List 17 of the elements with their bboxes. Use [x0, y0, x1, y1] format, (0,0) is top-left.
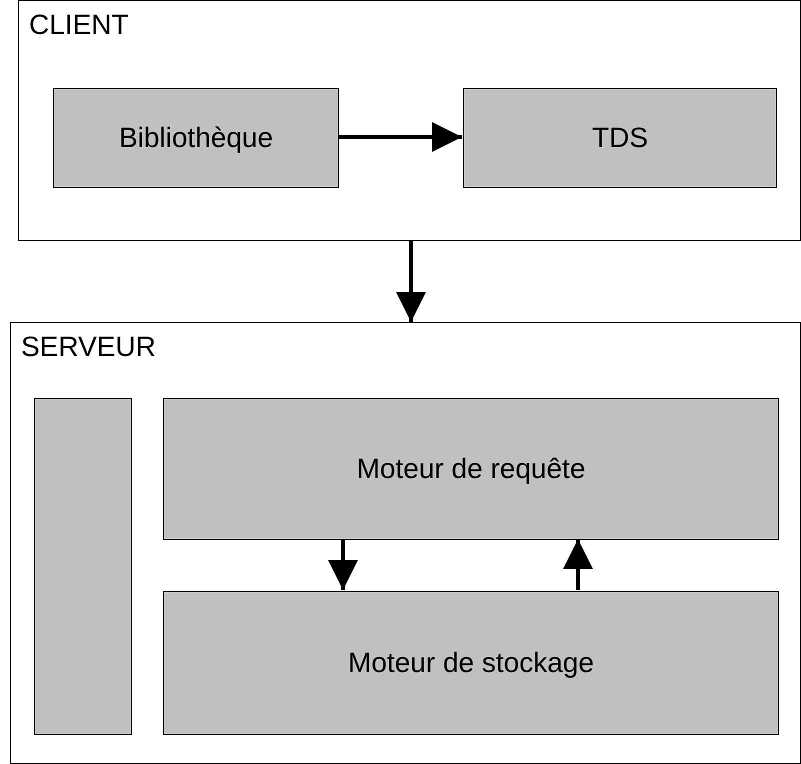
arrow [563, 539, 593, 590]
component-box [463, 88, 777, 188]
container-box [18, 0, 801, 241]
arrow [328, 539, 358, 590]
arrow [396, 241, 426, 322]
group-title: CLIENT [29, 9, 129, 41]
component-box [163, 398, 779, 540]
group-title: SERVEUR [21, 331, 156, 363]
component-label: Bibliothèque [118, 122, 274, 154]
component-label: TDS [592, 122, 648, 154]
component-label: Moteur de requête [356, 453, 586, 485]
component-label: Moteur de stockage [348, 647, 594, 679]
component-box [163, 591, 779, 735]
arrow [338, 122, 462, 152]
component-box [34, 398, 132, 735]
container-box [10, 322, 801, 764]
component-box [53, 88, 339, 188]
